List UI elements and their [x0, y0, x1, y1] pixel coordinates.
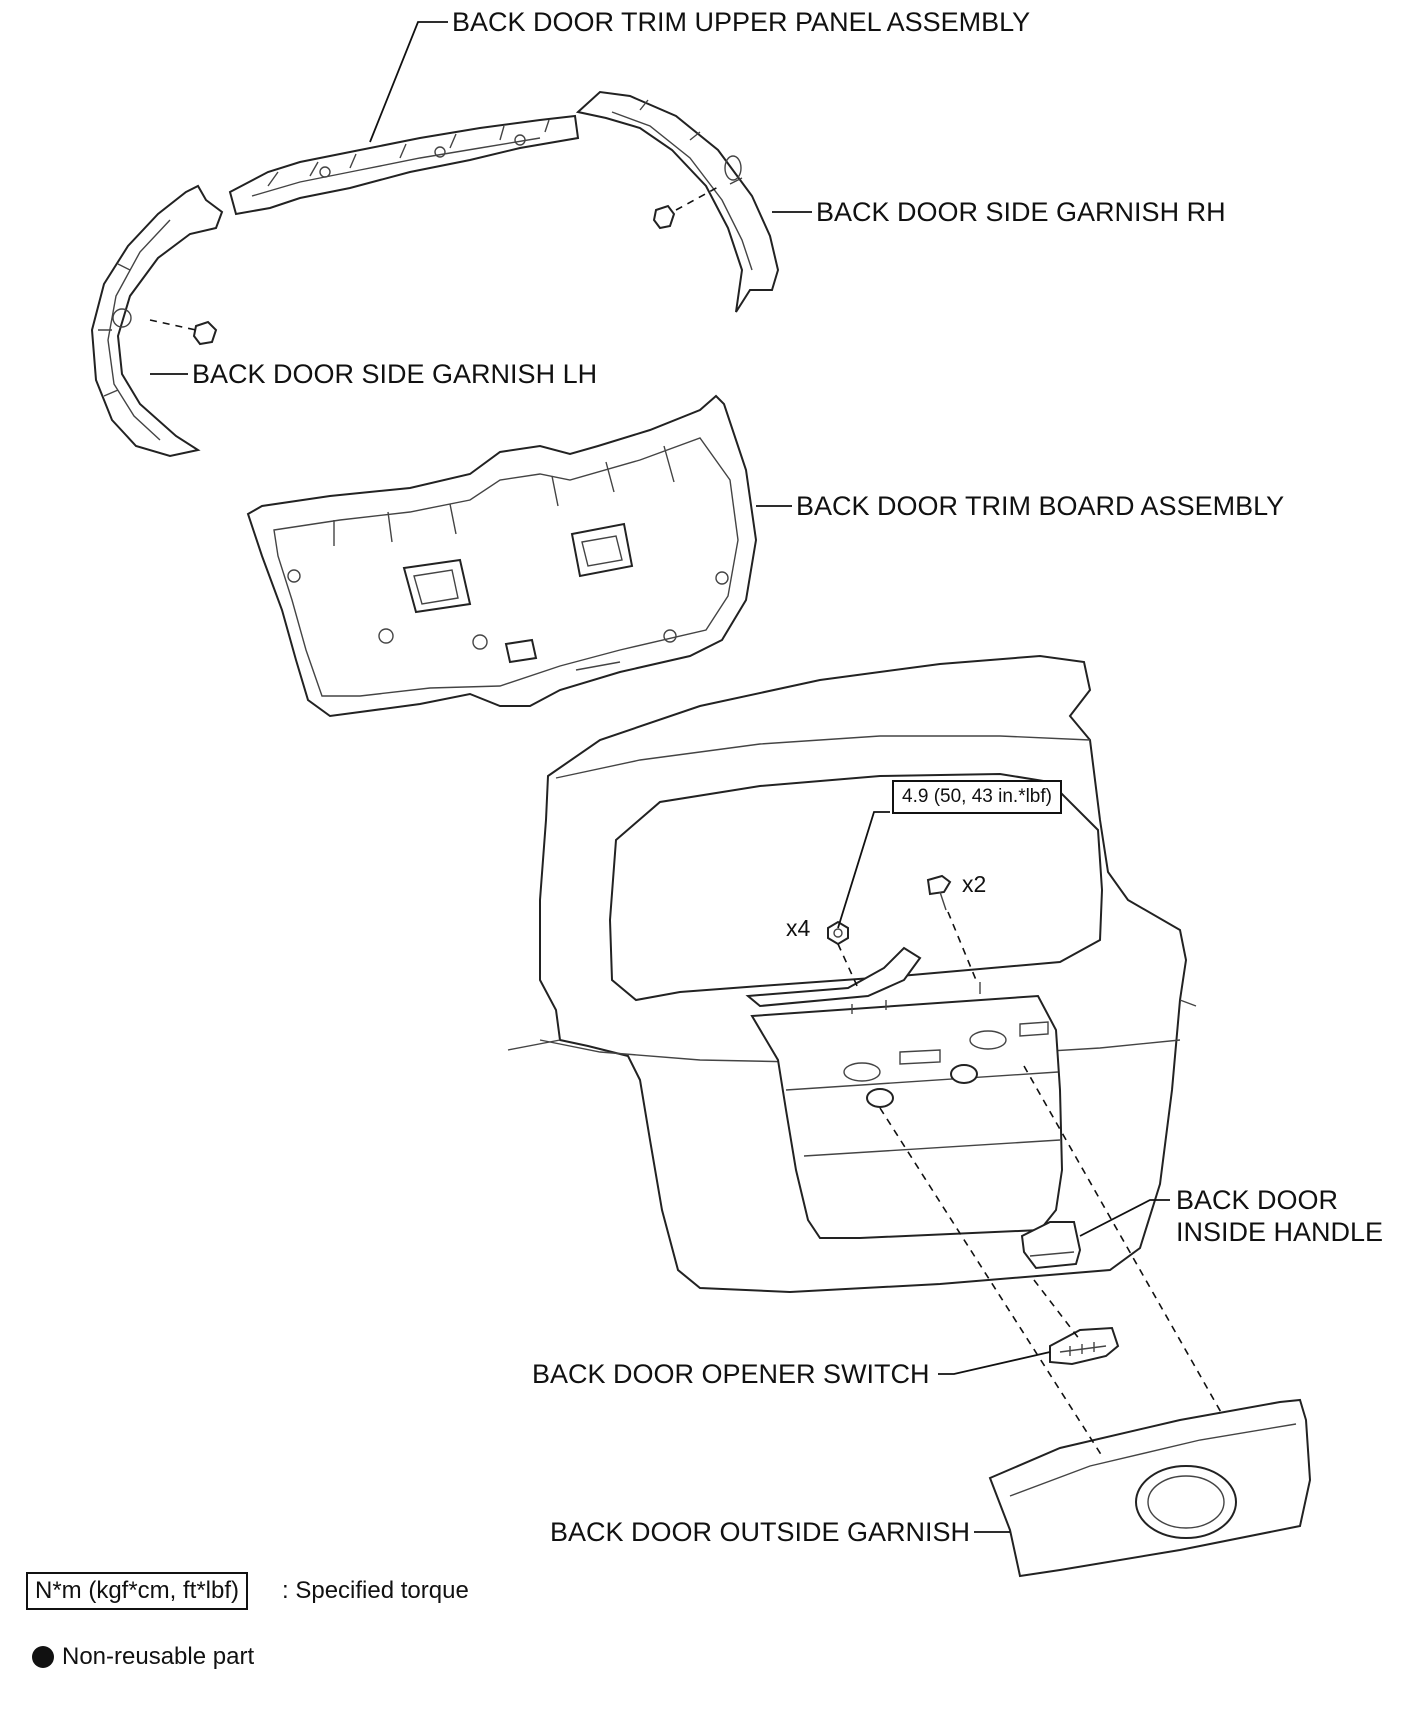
screw-part	[926, 874, 952, 911]
qty-screw: x2	[962, 871, 987, 897]
path-garnish	[1023, 1065, 1223, 1415]
leader-opener-switch	[938, 1351, 1051, 1375]
label-side-garnish-rh: BACK DOOR SIDE GARNISH RH	[816, 197, 1226, 227]
back-door-body-part	[507, 654, 1197, 1294]
side-garnish-lh-part	[90, 184, 224, 458]
leader-torque	[837, 811, 890, 929]
trim-board-assembly-part	[246, 394, 758, 718]
leader-upper-panel	[369, 21, 448, 143]
label-side-garnish-lh: BACK DOOR SIDE GARNISH LH	[192, 359, 598, 389]
opener-switch-part	[1049, 1326, 1120, 1366]
inside-handle-part	[1020, 1221, 1082, 1270]
qty-nut: x4	[786, 915, 811, 941]
legend-nonreusable-desc: Non-reusable part	[62, 1643, 255, 1670]
path-nut	[837, 943, 859, 989]
nonreusable-dot-icon	[32, 1646, 54, 1668]
clip-lh-part	[149, 319, 218, 346]
label-inside-handle-1: BACK DOOR	[1176, 1185, 1339, 1215]
legend-torque-units: N*m (kgf*cm, ft*lbf)	[26, 1572, 249, 1610]
label-outside-garnish: BACK DOOR OUTSIDE GARNISH	[550, 1517, 971, 1547]
label-upper-panel: BACK DOOR TRIM UPPER PANEL ASSEMBLY	[452, 7, 1031, 37]
path-switch	[879, 1107, 1103, 1457]
leader-inside-handle	[1079, 1199, 1170, 1237]
clip-rh-part	[652, 185, 721, 230]
path-handle	[1033, 1279, 1081, 1341]
outside-garnish-part	[988, 1398, 1312, 1578]
nut-part	[827, 920, 849, 946]
label-opener-switch: BACK DOOR OPENER SWITCH	[532, 1359, 930, 1389]
label-inside-handle-2: INSIDE HANDLE	[1176, 1217, 1384, 1247]
upper-panel-assembly-part	[228, 114, 580, 216]
torque-callout: 4.9 (50, 43 in.*lbf)	[892, 780, 1062, 814]
legend-torque-desc: : Specified torque	[282, 1577, 469, 1604]
label-trim-board: BACK DOOR TRIM BOARD ASSEMBLY	[796, 491, 1285, 521]
side-garnish-rh-part	[575, 90, 780, 313]
